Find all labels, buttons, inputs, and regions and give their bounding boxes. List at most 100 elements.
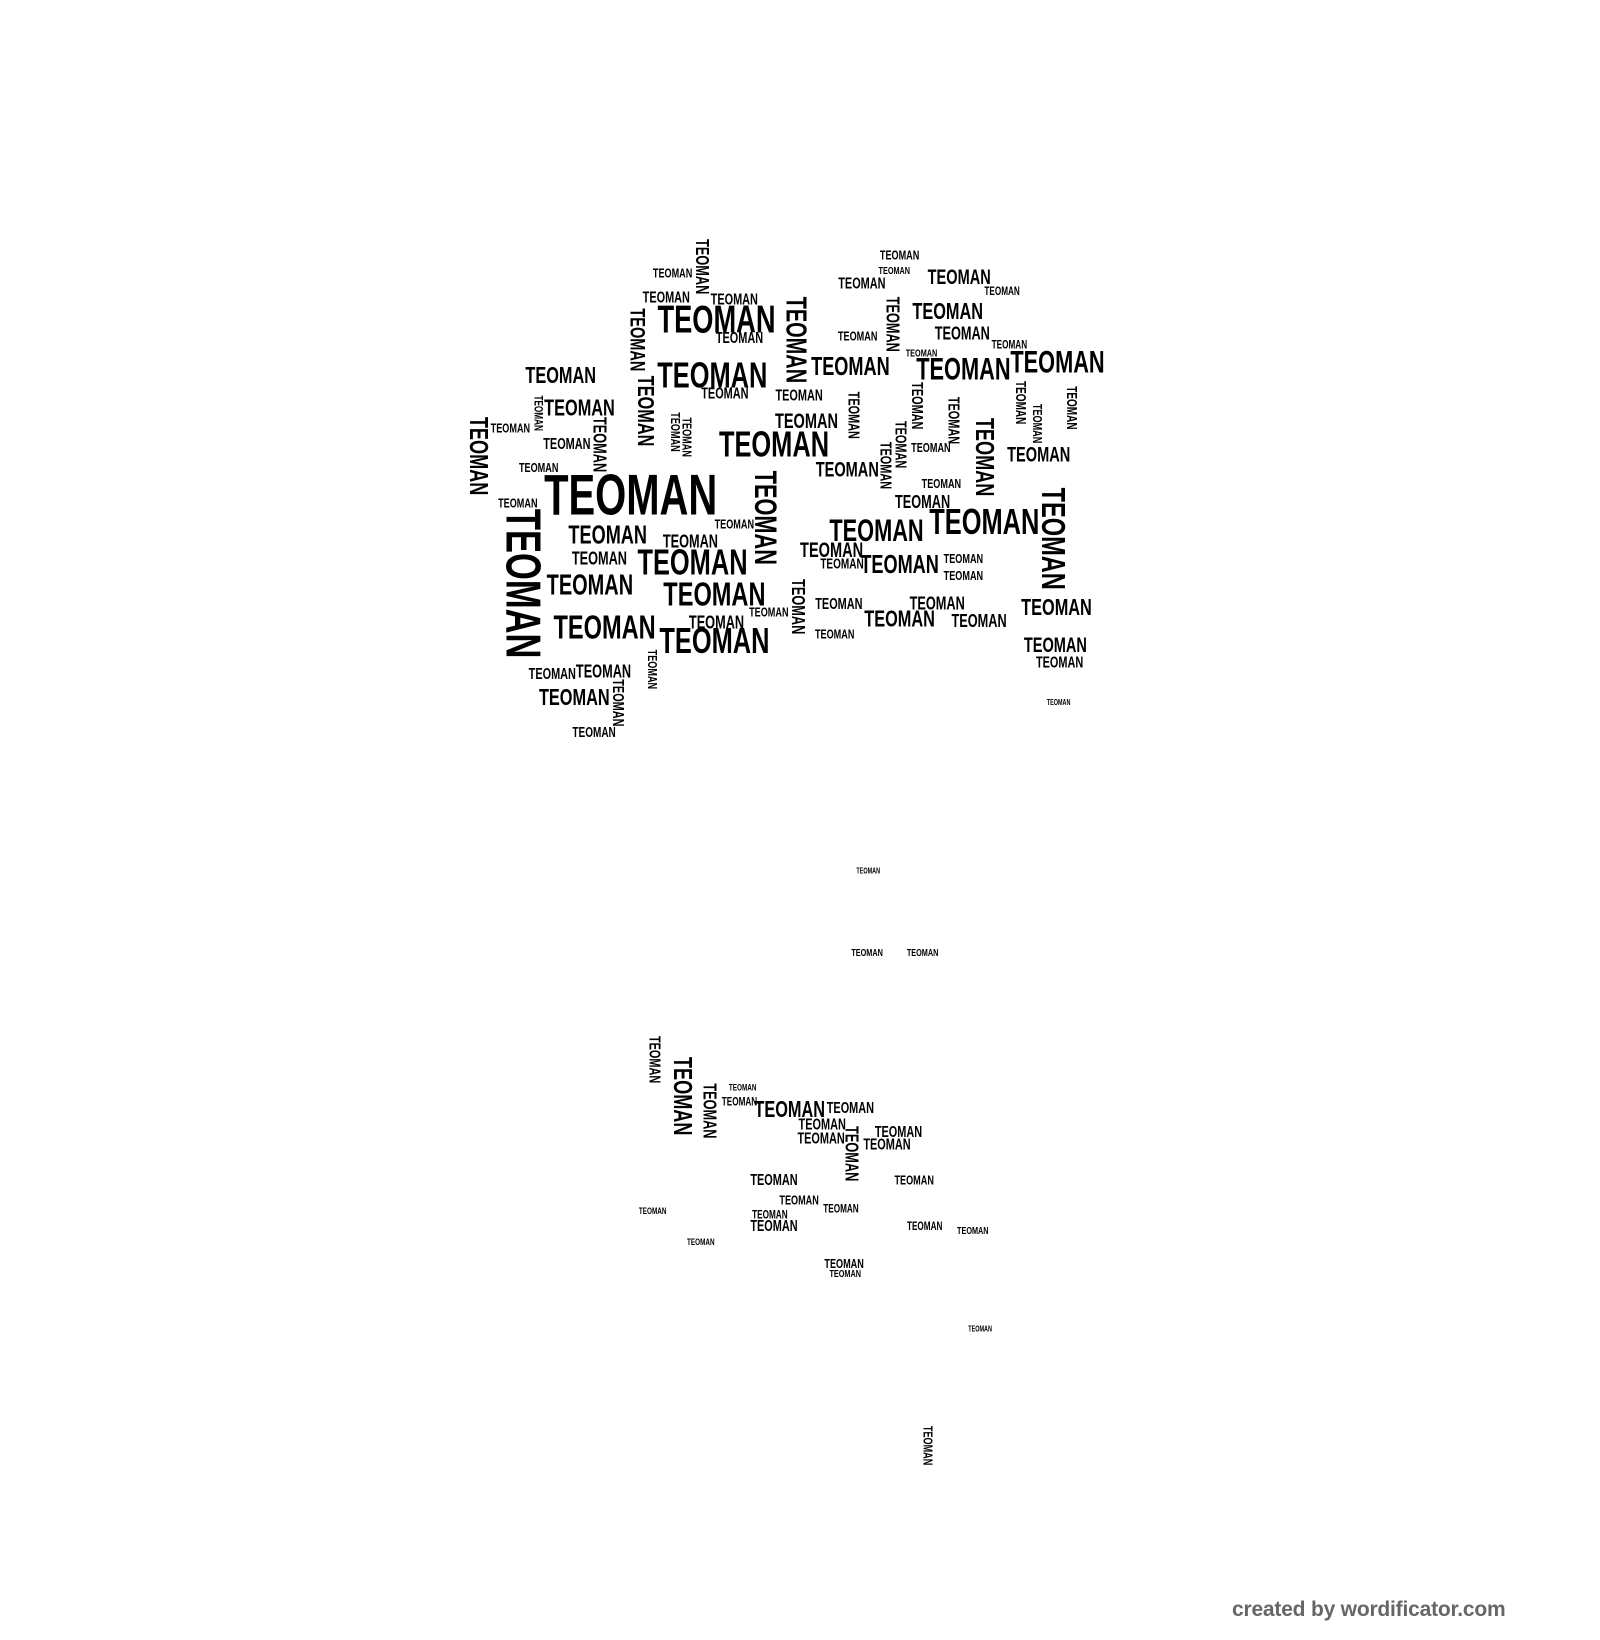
word: TEOMAN	[815, 595, 863, 613]
word: TEOMAN	[1035, 654, 1084, 672]
word: TEOMAN	[750, 1218, 798, 1236]
word: TEOMAN	[1034, 487, 1073, 590]
word: TEOMAN	[929, 500, 1040, 542]
word: TEOMAN	[642, 289, 690, 307]
word: TEOMAN	[518, 460, 559, 476]
word: TEOMAN	[829, 1268, 861, 1280]
word: TEOMAN	[662, 531, 718, 552]
word: TEOMAN	[749, 604, 789, 620]
word: TEOMAN	[944, 396, 962, 445]
word: TEOMAN	[1007, 443, 1071, 467]
word: TEOMAN	[645, 1035, 663, 1084]
word: TEOMAN	[645, 649, 661, 690]
word: TEOMAN	[572, 725, 616, 742]
word: TEOMAN	[968, 1324, 992, 1334]
word: TEOMAN	[490, 420, 531, 436]
word: TEOMAN	[934, 323, 990, 344]
word: TEOMAN	[814, 626, 855, 642]
word: TEOMAN	[774, 410, 839, 434]
word: TEOMAN	[797, 1130, 845, 1148]
word: TEOMAN	[826, 1100, 875, 1118]
word: TEOMAN	[815, 458, 879, 482]
word: TEOMAN	[748, 470, 784, 565]
word: TEOMAN	[721, 1095, 758, 1109]
word: TEOMAN	[687, 1237, 715, 1248]
word: TEOMAN	[991, 338, 1028, 352]
word: TEOMAN	[874, 1124, 923, 1142]
word: TEOMAN	[1021, 594, 1092, 621]
word: TEOMAN	[916, 351, 1011, 387]
word: TEOMAN	[856, 866, 881, 876]
word: TEOMAN	[823, 1202, 859, 1216]
word: TEOMAN	[911, 440, 951, 456]
word: TEOMAN	[752, 1208, 788, 1222]
word: TEOMAN	[876, 441, 894, 490]
credit-link[interactable]: created by wordificator.com	[1232, 1598, 1506, 1621]
word: TEOMAN	[715, 330, 764, 348]
word: TEOMAN	[894, 1172, 934, 1188]
word: TEOMAN	[841, 1126, 862, 1182]
word: TEOMAN	[546, 569, 634, 602]
word: TEOMAN	[908, 382, 926, 430]
word: TEOMAN	[844, 391, 862, 439]
word: TEOMAN	[788, 579, 809, 635]
word: TEOMAN	[811, 353, 890, 382]
word: TEOMAN	[1046, 698, 1071, 708]
word: TEOMAN	[943, 567, 984, 583]
word: TEOMAN	[525, 361, 597, 388]
word: TEOMAN	[754, 1096, 826, 1123]
word: TEOMAN	[951, 611, 1007, 632]
word: TEOMAN	[589, 417, 610, 473]
word: TEOMAN	[543, 435, 591, 453]
word: TEOMAN	[714, 516, 755, 532]
word: TEOMAN	[906, 947, 939, 959]
word: TEOMAN	[528, 665, 576, 683]
word: TEOMAN	[920, 1425, 936, 1466]
word: TEOMAN	[912, 298, 984, 325]
word: TEOMAN	[463, 416, 492, 496]
word: TEOMAN	[667, 1056, 696, 1136]
word: TEOMAN	[1010, 344, 1105, 380]
word: TEOMAN	[851, 947, 883, 959]
word: TEOMAN	[864, 605, 935, 632]
word: TEOMAN	[891, 420, 909, 469]
word: TEOMAN	[531, 395, 545, 431]
word: TEOMAN	[728, 1082, 757, 1093]
word: TEOMAN	[637, 541, 748, 583]
word: TEOMAN	[657, 298, 776, 342]
word: TEOMAN	[575, 661, 632, 682]
word: TEOMAN	[957, 1225, 989, 1237]
word: TEOMAN	[1030, 403, 1046, 444]
word: TEOMAN	[837, 328, 878, 344]
word: TEOMAN	[608, 679, 626, 727]
word: TEOMAN	[668, 412, 684, 452]
word: TEOMAN	[498, 495, 538, 511]
word: TEOMAN	[838, 275, 886, 293]
word: TEOMAN	[710, 291, 758, 309]
word: TEOMAN	[895, 491, 951, 512]
word: TEOMAN	[659, 620, 770, 662]
word: TEOMAN	[568, 521, 647, 550]
word: TEOMAN	[829, 512, 924, 548]
word: TEOMAN	[879, 247, 920, 263]
word: TEOMAN	[775, 387, 823, 405]
word: TEOMAN	[544, 463, 718, 528]
word: TEOMAN	[921, 475, 962, 491]
word: TEOMAN	[657, 354, 768, 396]
word: TEOMAN	[860, 550, 939, 579]
word: TEOMAN	[800, 538, 864, 562]
word: TEOMAN	[909, 593, 965, 614]
word: TEOMAN	[927, 265, 991, 289]
word: TEOMAN	[625, 308, 649, 372]
word: TEOMAN	[652, 265, 693, 281]
word: TEOMAN	[779, 1192, 819, 1208]
word: TEOMAN	[571, 548, 627, 569]
word: TEOMAN	[882, 296, 903, 352]
word: TEOMAN	[1012, 381, 1029, 425]
word: TEOMAN	[906, 1220, 943, 1234]
word: TEOMAN	[824, 1256, 864, 1272]
word: TEOMAN	[633, 375, 660, 447]
word: TEOMAN	[878, 265, 911, 277]
word: TEOMAN	[798, 1116, 846, 1134]
